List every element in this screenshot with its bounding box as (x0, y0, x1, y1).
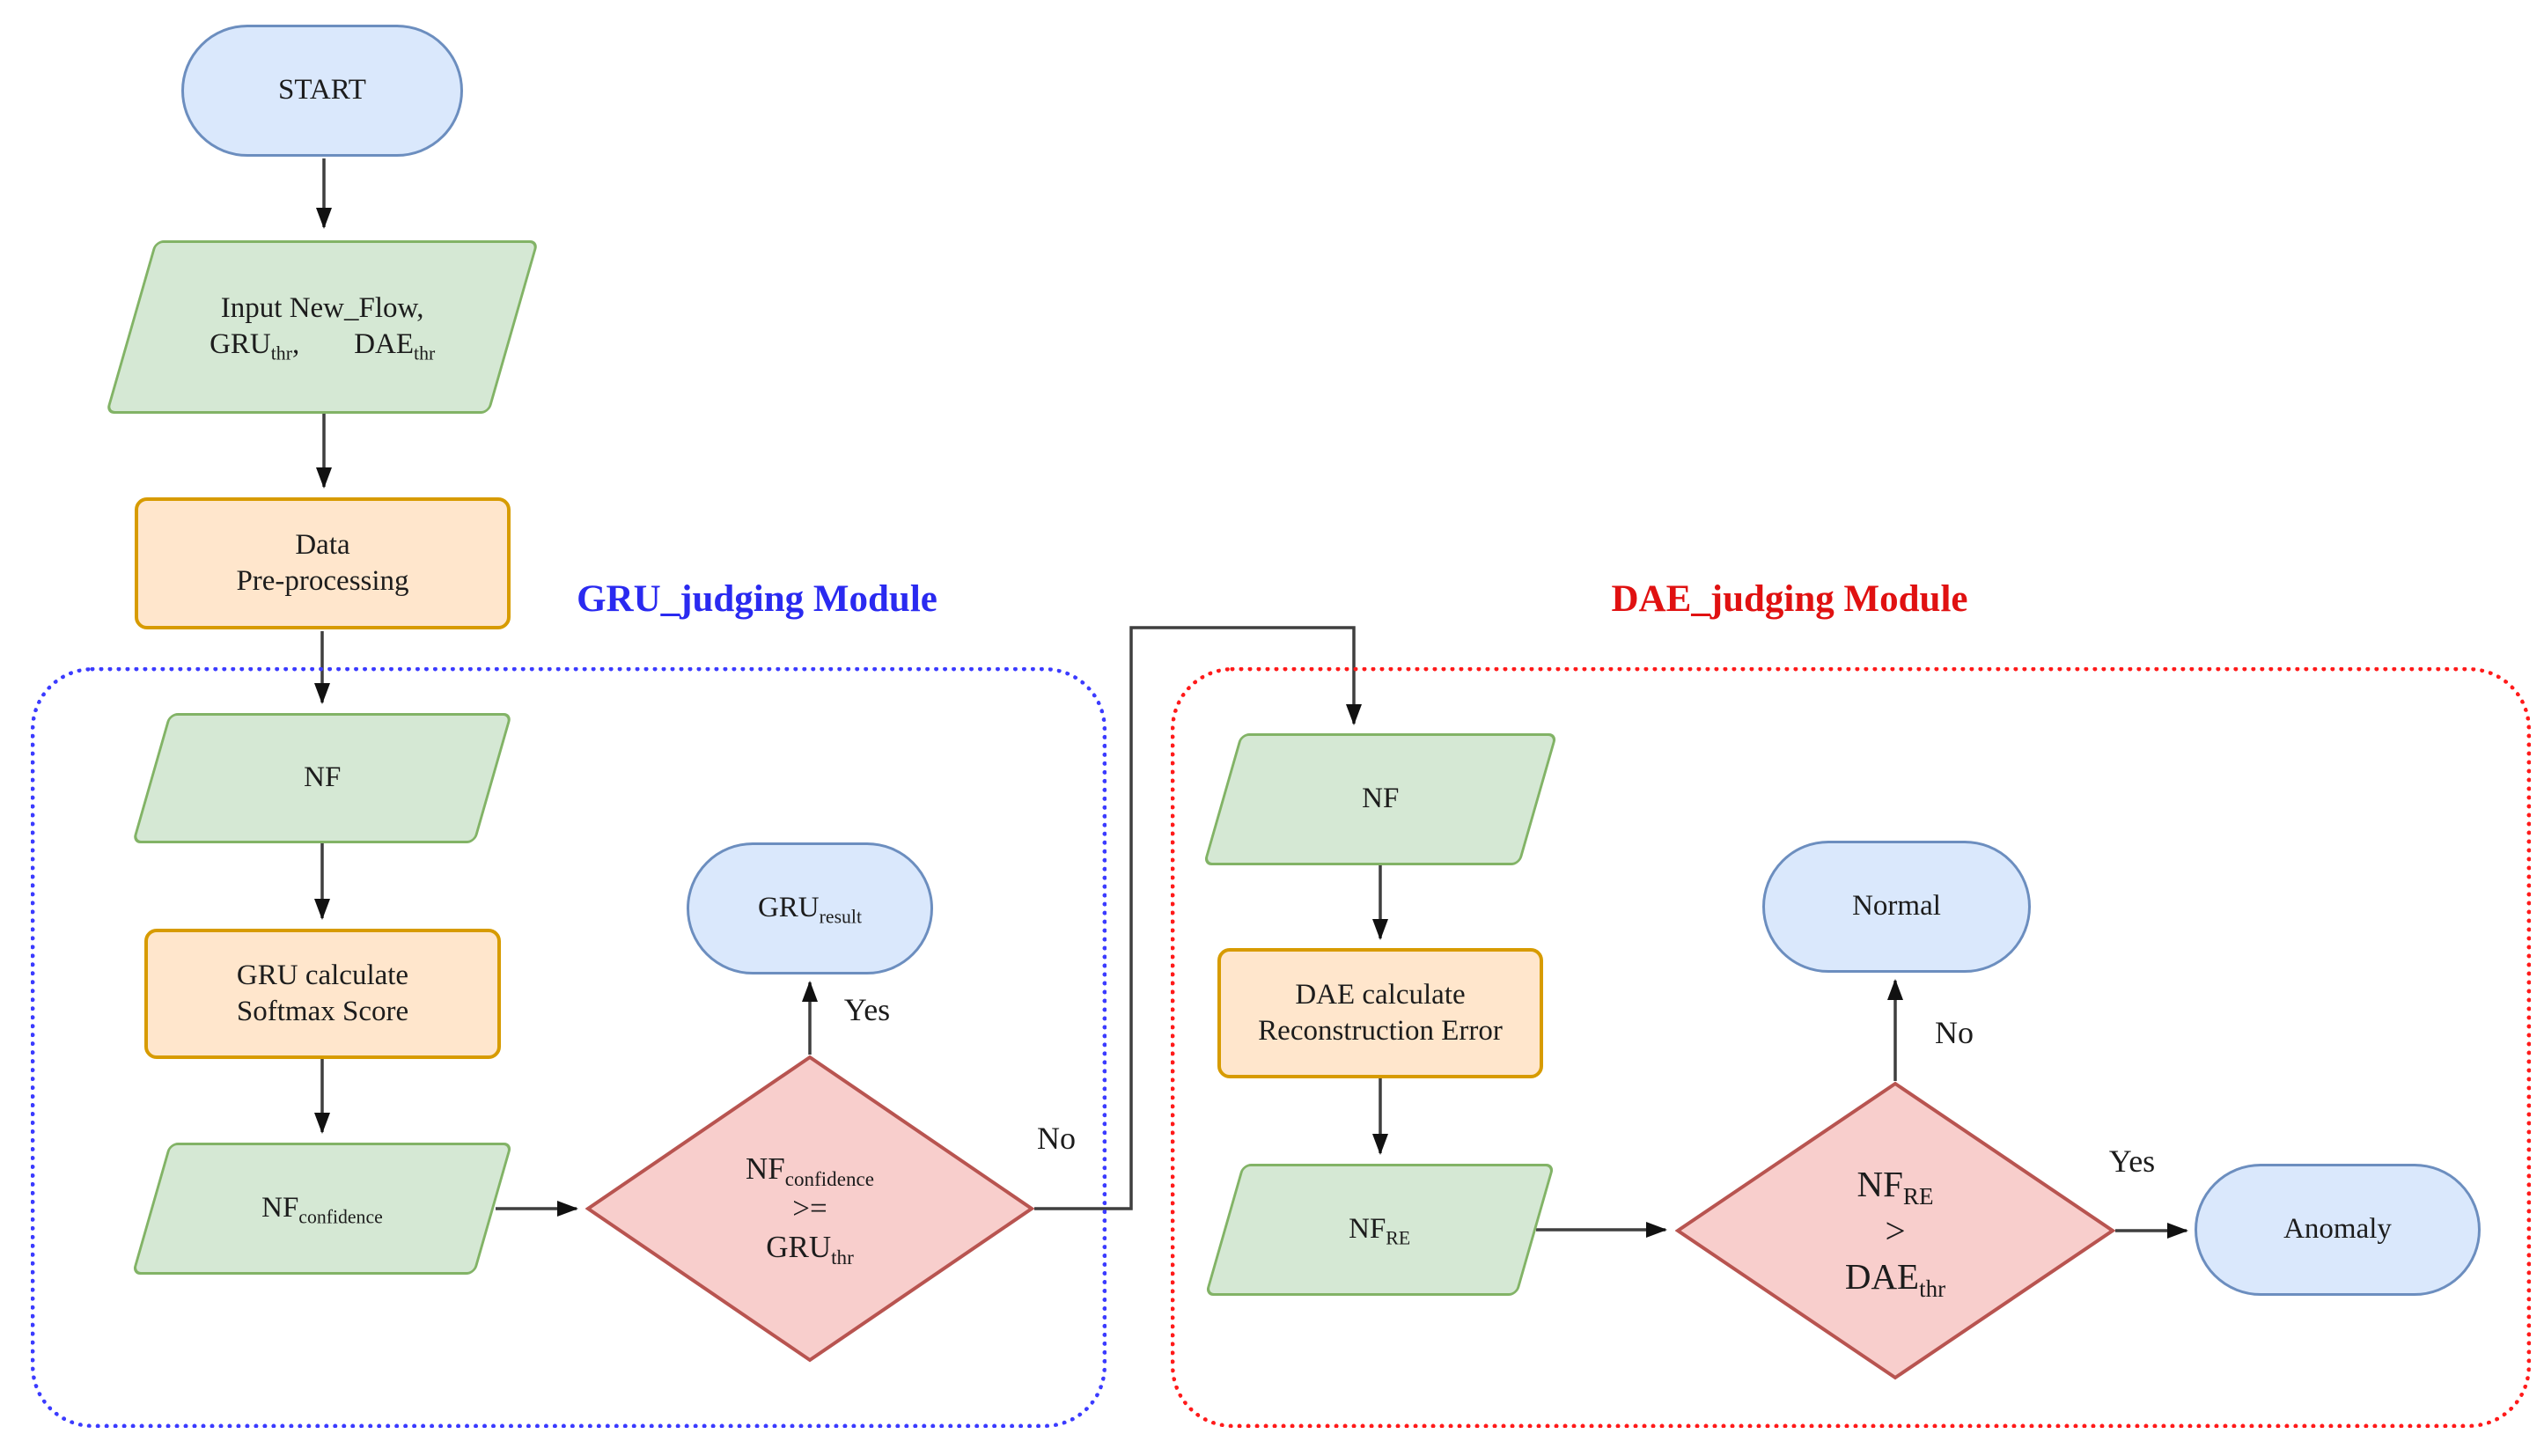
dae-judging-module-boundary (1171, 667, 2531, 1428)
dae-decision-diamond: NFRE > DAEthr (1675, 1081, 2115, 1380)
gru-yes-label: Yes (843, 992, 891, 1027)
data-preprocessing-process: Data Pre-processing (135, 497, 511, 629)
start-terminal: START (181, 25, 463, 157)
input-new-flow-text: Input New_Flow, GRUthr,DAEthr (209, 292, 436, 365)
anomaly-terminal: Anomaly (2195, 1164, 2481, 1296)
gru-calculate-text: GRU calculate Softmax Score (236, 959, 409, 1027)
gru-judging-module-boundary (31, 667, 1107, 1428)
nf-re-io: NFRE (1204, 1164, 1555, 1296)
dae-no-label: No (1935, 1015, 1974, 1050)
gru-result-label: GRUresult (757, 892, 863, 928)
start-label: START (278, 74, 366, 107)
gru-nf-io: NF (131, 713, 513, 843)
dae-decision-shape (1675, 1081, 2115, 1380)
dae-calculate-text: DAE calculate Reconstruction Error (1258, 978, 1503, 1047)
gru-decision-shape (585, 1055, 1034, 1363)
gru-decision-text: NFconfidence >= GRUthr (745, 1151, 875, 1269)
nf-re-label: NFRE (1349, 1213, 1411, 1249)
data-preprocessing-text: Data Pre-processing (236, 528, 409, 597)
gru-result-terminal: GRUresult (687, 842, 933, 974)
nf-confidence-label: NFconfidence (261, 1192, 383, 1228)
normal-terminal: Normal (1762, 841, 2031, 973)
dae-yes-label: Yes (2108, 1143, 2156, 1179)
gru-module-label: GRU_judging Module (577, 578, 937, 620)
dae-calculate-process: DAE calculate Reconstruction Error (1217, 948, 1543, 1078)
dae-module-label: DAE_judging Module (1611, 578, 1968, 620)
dae-nf-io: NF (1202, 733, 1558, 865)
dae-nf-label: NF (1361, 783, 1400, 815)
anomaly-label: Anomaly (2283, 1213, 2392, 1246)
dae-decision-text: NFRE > DAEthr (1844, 1164, 1946, 1303)
normal-label: Normal (1852, 890, 1941, 923)
gru-decision-diamond: NFconfidence >= GRUthr (585, 1055, 1034, 1363)
gru-no-label: No (1037, 1121, 1076, 1156)
gru-calculate-process: GRU calculate Softmax Score (144, 929, 501, 1059)
gru-nf-label: NF (303, 761, 342, 794)
input-new-flow-io: Input New_Flow, GRUthr,DAEthr (105, 240, 540, 414)
nf-confidence-io: NFconfidence (131, 1143, 513, 1275)
